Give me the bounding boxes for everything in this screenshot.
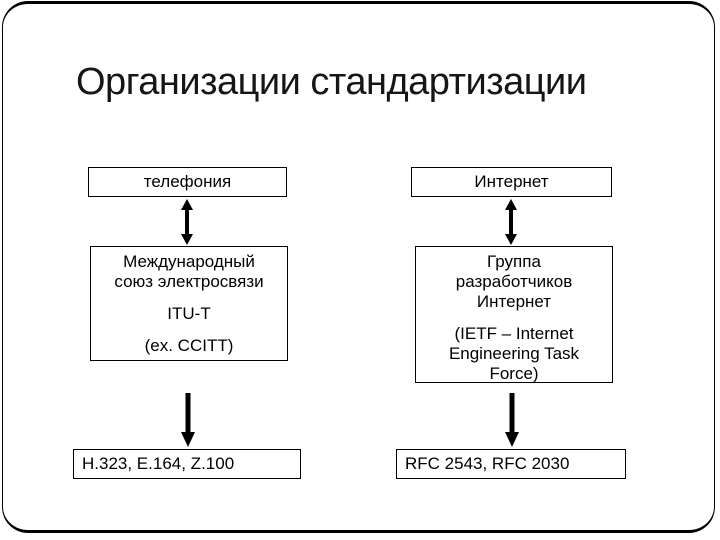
itu-org-name: Международный союз электросвязи: [114, 252, 264, 291]
ietf-org-name: Группа разработчиков Интернет: [455, 252, 573, 311]
telephony-standards-box: H.323, E.164, Z.100: [73, 449, 301, 479]
itu-former-name: (ex. CCITT): [144, 336, 234, 355]
internet-domain-box: Интернет: [411, 167, 612, 197]
double-arrow-icon: [181, 199, 193, 245]
internet-standards-box: RFC 2543, RFC 2030: [396, 449, 626, 479]
slide-title: Организации стандартизации: [76, 61, 587, 103]
ietf-org-box: Группа разработчиков Интернет (IETF – In…: [415, 246, 613, 383]
double-arrow-icon: [505, 199, 517, 245]
ietf-expansion: (IETF – Internet Engineering Task Force): [448, 324, 580, 383]
slide-frame-border: [2, 1, 715, 533]
itu-abbreviation: ITU-T: [167, 304, 211, 323]
down-arrow-icon: [181, 393, 195, 447]
internet-domain-label: Интернет: [474, 172, 549, 191]
telephony-domain-label: телефония: [143, 172, 232, 191]
telephony-standards-label: H.323, E.164, Z.100: [82, 454, 235, 473]
telephony-domain-box: телефония: [88, 167, 287, 197]
itu-org-box: Международный союз электросвязи ITU-T (e…: [90, 246, 288, 361]
internet-standards-label: RFC 2543, RFC 2030: [405, 454, 570, 473]
down-arrow-icon: [505, 393, 519, 447]
